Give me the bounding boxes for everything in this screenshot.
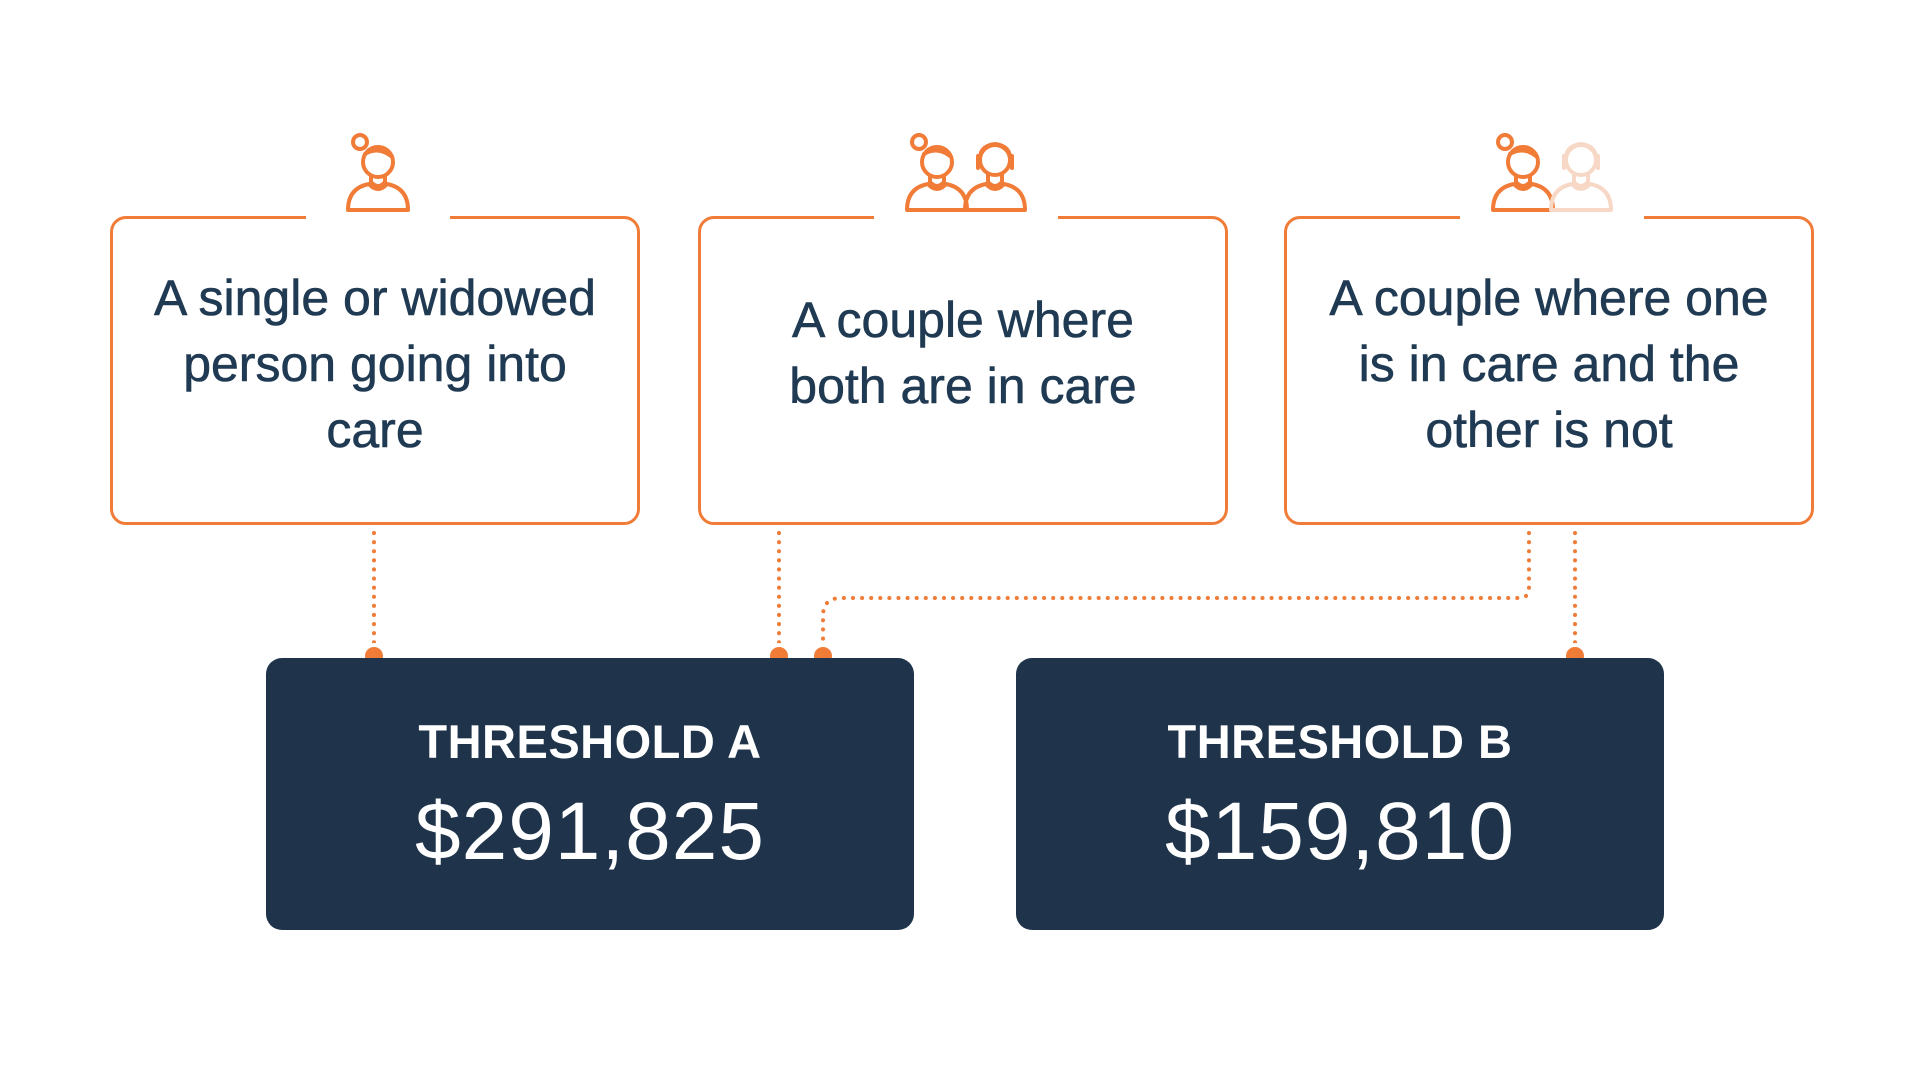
couple-in-care-icon xyxy=(874,132,1058,222)
case-card-text: A couple where both are in care xyxy=(789,291,1137,414)
threshold-label: THRESHOLD B xyxy=(1167,715,1513,768)
case-card-couple-both-in-care: A couple where both are in care xyxy=(698,216,1228,525)
threshold-amount: $291,825 xyxy=(414,786,765,877)
case-card-text: A single or widowed person going into ca… xyxy=(154,269,597,458)
case-card-couple-one-in-care: A couple where one is in care and the ot… xyxy=(1284,216,1814,525)
threshold-amount: $159,810 xyxy=(1164,786,1515,877)
case-card-text: A couple where one is in care and the ot… xyxy=(1329,269,1769,458)
threshold-b-card: THRESHOLD B $159,810 xyxy=(1016,658,1664,930)
single-person-icon xyxy=(306,132,450,222)
threshold-label: THRESHOLD A xyxy=(418,715,762,768)
case-card-single: A single or widowed person going into ca… xyxy=(110,216,640,525)
connector-case3-threshold-a xyxy=(821,531,1531,658)
threshold-a-card: THRESHOLD A $291,825 xyxy=(266,658,914,930)
couple-one-in-care-icon xyxy=(1460,132,1644,222)
